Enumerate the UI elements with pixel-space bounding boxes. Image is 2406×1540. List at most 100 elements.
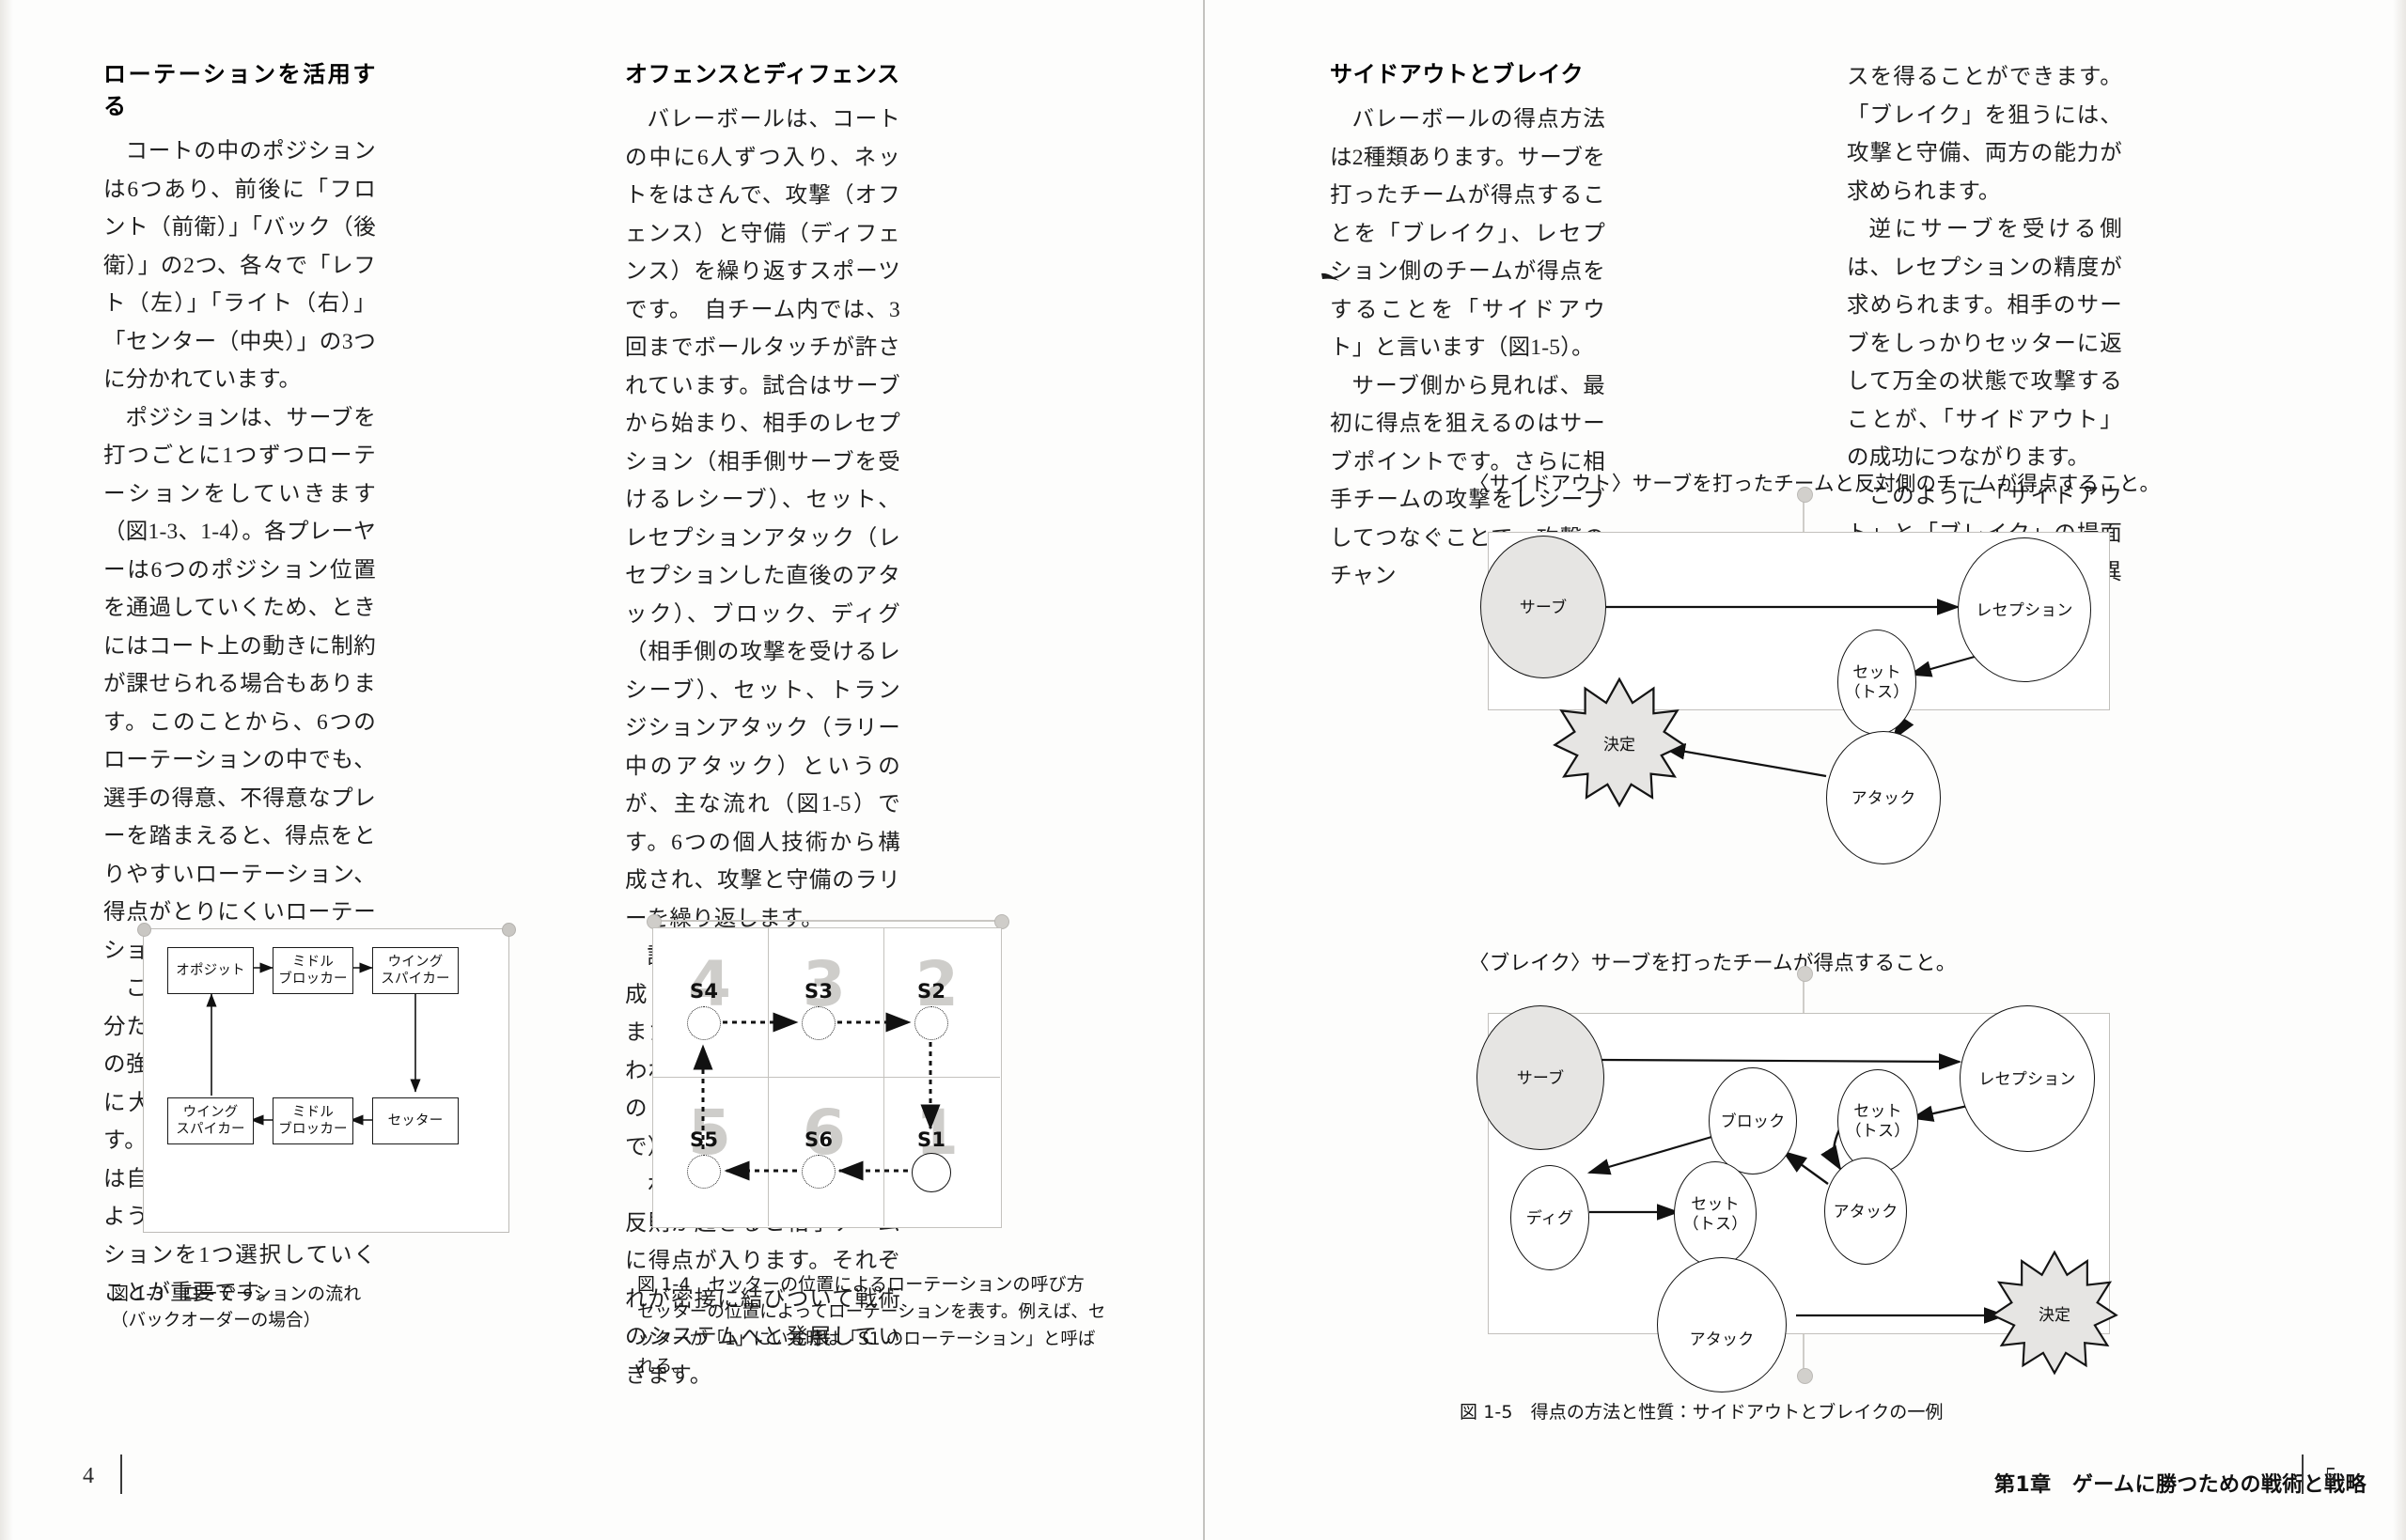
node-label-line1: ウイング [182,1105,239,1120]
starburst-icon [1553,677,1686,808]
paragraph: スを得ることができます。「ブレイク」を狙うには、攻撃と守備、両方の能力が求められ… [1847,65,2122,204]
node-label-line2: スパイカー [381,972,450,987]
node-setter: セッター [372,1097,459,1144]
node-label: レセプション [1976,600,2073,619]
node-set-toss: セット （トス） [1837,630,1916,735]
paragraph: バレーボールは、コートの中に6人ずつ入り、ネットをはさんで、攻撃（オフェンス）と… [625,107,900,931]
node-set-toss-left: セット （トス） [1674,1161,1757,1267]
section-heading-rotation: ローテーションを活用する [103,61,376,119]
node-label: サーブ [1519,598,1568,616]
setter-label-s6: S6 [805,1128,834,1151]
node-block: ブロック [1709,1067,1797,1174]
caption-main: 図 1-4 セッターの位置によるローテーションの呼び方 [637,1274,1085,1295]
zone-number-2: 2 [915,948,959,1020]
node-set-toss-right: セット （トス） [1837,1069,1918,1173]
setter-label-s4: S4 [690,980,719,1003]
node-attack-bottom: アタック [1657,1257,1787,1392]
player-circle-5 [687,1155,721,1189]
net-post-bottom [1797,1368,1813,1384]
setter-label-s1: S1 [917,1128,946,1151]
figure-1-5-caption: 図 1-5 得点の方法と性質：サイドアウトとブレイクの一例 [1460,1398,2174,1426]
node-label: サーブ [1516,1068,1565,1087]
net-post-right [994,914,1009,929]
text-column-3: サイドアウトとブレイク バレーボールの得点方法は2種類あります。サーブを打ったチ… [1330,58,1605,596]
player-circle-3 [802,1006,836,1040]
node-label-line1: ミドル [291,955,335,970]
node-opposite: オポジット [167,947,254,994]
zone-number-3: 3 [803,948,846,1020]
node-label-line2: ブロッカー [278,1122,348,1137]
node-label: アタック [1851,788,1916,807]
node-reception: レセプション [1960,1005,2095,1152]
page-edge-right [2393,0,2406,1540]
net-post-top [1797,966,1813,982]
node-label: 決定 [1603,735,1635,754]
paragraph: コートの中のポジションは6つあり、前後に「フロント（前衛）」「バック（後衛）」の… [103,139,376,392]
node-label: 決定 [2039,1305,2070,1324]
court-grid-line [652,1077,1000,1079]
caption-sub: セッターの位置によってローテーションを表す。例えば、セッターが「1」にいる時は「… [637,1302,1106,1377]
book-spine [1203,0,1205,1540]
chapter-running-head: 第1章 ゲームに勝つための戦術と戦略 [1994,1473,2367,1497]
node-attack: アタック [1826,731,1941,864]
paragraph: 逆にサーブを受ける側は、レセプションの精度が求められます。相手のサーブをしっかり… [1847,217,2122,470]
folio-right: 5 [2325,1464,2336,1488]
node-label: ブロック [1720,1112,1786,1130]
zone-number-4: 4 [688,948,731,1020]
node-attack-right: アタック [1824,1158,1907,1265]
page-edge-left [0,0,13,1540]
figure-1-5-sideout: 〈サイドアウト〉サーブを打ったチームと反対側のチームが得点すること。 サーブ レ… [1469,468,2164,872]
folio-left: 4 [83,1464,94,1488]
figure-1-3-arrows [206,962,421,1126]
node-label-line1: ミドル [291,1105,335,1120]
caption-main: 図 1-5 得点の方法と性質：サイドアウトとブレイクの一例 [1460,1402,1944,1423]
zone-number-6: 6 [803,1097,846,1169]
player-circle-1-setter [912,1153,951,1192]
net-post [1797,487,1813,503]
paragraph: ポジションは、サーブを打つごとに1つずつローテーションをしていきます（図1-3、… [103,405,376,963]
player-circle-2 [914,1006,948,1040]
node-label-line1: オポジット [176,963,245,978]
zone-number-5: 5 [688,1097,731,1169]
node-point-decision: 決定 [1553,677,1686,808]
node-label: アタック [1833,1202,1898,1221]
node-middle-blocker-bottom: ミドル ブロッカー [273,1097,353,1144]
node-dig: ディグ [1510,1165,1589,1270]
node-label-line2: （トス） [1682,1215,1748,1233]
node-label-line1: ウイング [387,955,444,970]
section-heading-offense-defense: オフェンスとディフェンス [625,61,900,87]
sideout-title: 〈サイドアウト〉サーブを打ったチームと反対側のチームが得点すること。 [1469,473,2161,495]
node-label-line1: セット [1852,663,1901,681]
caption-main: 図 1-3 ローテーションの流れ [111,1283,362,1304]
setter-label-s2: S2 [917,980,946,1003]
figure-1-4-arrows [693,1012,941,1181]
node-label: アタック [1689,1330,1755,1348]
paragraph: サーブ側から見れば、最初に得点を狙えるのはサーブポイントです。さらに相手チームの… [1330,373,1605,589]
caption-sub: （バックオーダーの場合） [111,1311,321,1330]
figure-1-4-caption: 図 1-4 セッターの位置によるローテーションの呼び方 セッターの位置によってロ… [637,1270,1107,1380]
node-label-line1: セット [1853,1102,1902,1120]
break-title: 〈ブレイク〉サーブを打ったチームが得点すること。 [1469,952,1957,974]
net-line [652,920,1000,922]
node-wing-spiker-top: ウイング スパイカー [372,947,459,994]
figure-1-5-break: 〈ブレイク〉サーブを打ったチームが得点すること。 [1469,947,2164,1392]
player-circle-6 [802,1155,836,1189]
setter-label-s3: S3 [805,980,834,1003]
figure-1-4: 4 3 2 5 6 1 S4 S3 S2 S5 S6 S1 [632,907,1026,1283]
node-middle-blocker-top: ミドル ブロッカー [273,947,353,994]
node-label-line2: スパイカー [176,1122,245,1137]
folio-rule-right [2302,1454,2304,1494]
corner-dot [137,923,151,937]
player-circle-4 [687,1006,721,1040]
node-label-line2: ブロッカー [278,972,348,987]
node-label: ディグ [1525,1208,1574,1227]
node-reception: レセプション [1958,537,2091,682]
node-label-line1: セット [1691,1195,1740,1213]
figure-1-3-caption: 図 1-3 ローテーションの流れ （バックオーダーの場合） [111,1280,506,1334]
node-point-decision: 決定 [1991,1250,2118,1376]
folio-rule-left [120,1454,122,1494]
node-label-line2: （トス） [1845,1122,1911,1140]
node-label: レセプション [1978,1069,2076,1088]
node-serve: サーブ [1480,536,1606,678]
